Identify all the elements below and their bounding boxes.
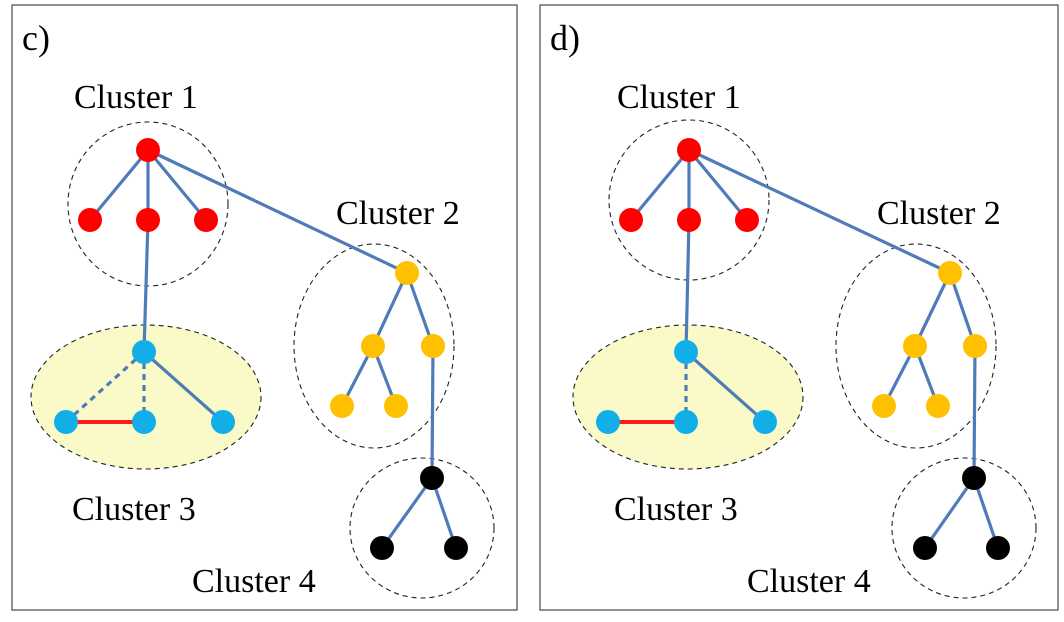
panel-c-frame <box>11 4 518 611</box>
cluster-2-node <box>395 261 419 285</box>
panel-c-nodes <box>54 138 468 560</box>
edge <box>684 219 691 353</box>
edge <box>371 272 409 347</box>
panel-d-label: d) <box>550 18 580 58</box>
cluster-3-node <box>753 410 777 434</box>
cluster-4-label: Cluster 4 <box>192 563 316 600</box>
cluster-1-ring <box>67 121 229 287</box>
panel-c: c) Cluster 1 Cluster 2 Cluster 3 Cluster… <box>11 4 518 611</box>
cluster-3-node <box>132 340 156 364</box>
edge <box>972 345 977 479</box>
cluster-3-label: Cluster 3 <box>72 491 196 528</box>
edge <box>972 477 1000 549</box>
edge <box>380 477 434 549</box>
cluster-2-node <box>872 394 896 418</box>
edge <box>923 477 976 549</box>
cluster-4-node <box>986 536 1010 560</box>
cluster-1-node <box>619 208 643 232</box>
cluster-4-node <box>962 466 986 490</box>
cluster-4-node <box>913 536 937 560</box>
edge <box>142 350 225 424</box>
cluster-1-node <box>78 208 102 232</box>
cluster-3-node <box>211 410 235 434</box>
panel-c-label: c) <box>22 18 50 58</box>
edge <box>684 350 767 424</box>
cluster-2-node <box>384 394 408 418</box>
cluster-2-node <box>421 334 445 358</box>
cluster-3-node <box>674 410 698 434</box>
edge <box>629 148 691 222</box>
cluster-1-node <box>677 208 701 232</box>
cluster-3-node <box>674 340 698 364</box>
cluster-2-node <box>926 394 950 418</box>
cluster-1-node <box>677 138 701 162</box>
panel-d-frame <box>539 4 1059 611</box>
cluster-1-ring <box>608 119 770 281</box>
edge <box>913 272 952 347</box>
cluster-1-node <box>194 208 218 232</box>
edge <box>687 148 749 222</box>
edge <box>430 477 458 549</box>
cluster-4-ring <box>349 457 495 599</box>
edge <box>430 345 435 479</box>
edge <box>146 148 208 222</box>
cluster-3-node <box>596 410 620 434</box>
panel-d-nodes <box>596 138 1010 560</box>
cluster-4-label: Cluster 4 <box>747 563 871 600</box>
cluster-4-ring <box>891 457 1037 599</box>
cluster-3-label: Cluster 3 <box>614 491 738 528</box>
cluster-3-node <box>132 410 156 434</box>
edge <box>142 219 150 353</box>
cluster-2-node <box>361 334 385 358</box>
panel-d-edges <box>608 148 1000 549</box>
cluster-3-node <box>54 410 78 434</box>
cluster-2-node <box>938 261 962 285</box>
panel-d: d) Cluster 1 Cluster 2 Cluster 3 Cluster… <box>539 4 1059 611</box>
cluster-1-node <box>136 138 160 162</box>
cluster-1-node <box>735 208 759 232</box>
cluster-2-node <box>330 394 354 418</box>
cluster-4-node <box>420 466 444 490</box>
cluster-2-node <box>963 334 987 358</box>
edge <box>88 148 150 222</box>
cluster-4-node <box>370 536 394 560</box>
edge <box>688 148 951 275</box>
cluster-2-label: Cluster 2 <box>336 195 460 232</box>
cluster-2-label: Cluster 2 <box>877 195 1001 232</box>
edge <box>147 148 408 275</box>
cluster-4-node <box>444 536 468 560</box>
cluster-1-node <box>136 208 160 232</box>
cluster-1-label: Cluster 1 <box>617 79 741 116</box>
cluster-1-label: Cluster 1 <box>74 79 198 116</box>
cluster-2-ring <box>835 243 997 449</box>
cluster-2-node <box>903 334 927 358</box>
cluster-2-ring <box>293 243 455 449</box>
edge <box>405 272 435 347</box>
edge <box>948 272 977 347</box>
